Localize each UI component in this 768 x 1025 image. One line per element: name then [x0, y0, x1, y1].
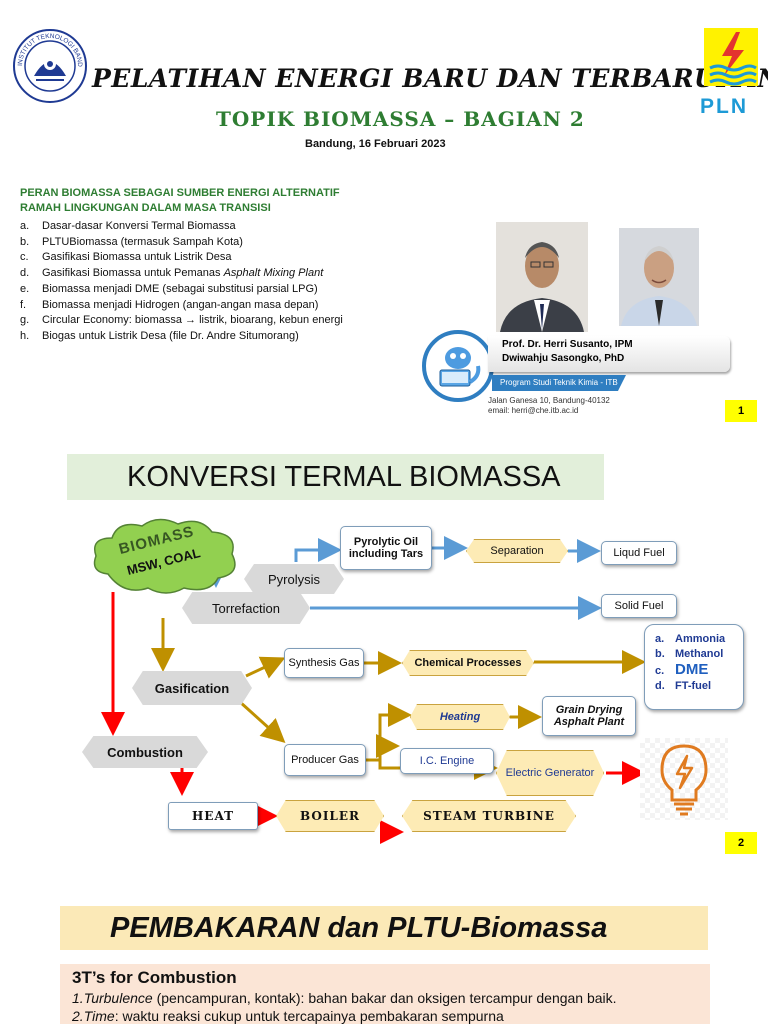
intro-heading-line-1: PERAN BIOMASSA SEBAGAI SUMBER ENERGI ALT… [20, 187, 340, 199]
list-item: 2.Time: waktu reaksi cukup untuk tercapa… [72, 1007, 710, 1025]
list-item: c. Gasifikasi Biomassa untuk Listrik Desa [20, 250, 420, 266]
list-text: Biogas untuk Listrik Desa (file Dr. Andr… [42, 329, 299, 342]
product-item: a. Ammonia [655, 632, 743, 647]
list-text-italic: Asphalt Mixing Plant [223, 267, 324, 280]
list-item: d. Gasifikasi Biomassa untuk Pemanas Asph… [20, 266, 420, 282]
item-term: Turbulence [83, 990, 153, 1006]
program-banner: Program Studi Teknik Kimia - ITB [492, 375, 626, 391]
intro-heading: PERAN BIOMASSA SEBAGAI SUMBER ENERGI ALT… [20, 186, 340, 216]
product-text: Methanol [675, 648, 724, 660]
section-title: KONVERSI TERMAL BIOMASSA [67, 454, 604, 500]
boiler-node: BOILER [276, 800, 384, 832]
list-letter: e. [20, 282, 30, 295]
liquid-fuel-node: Liqud Fuel [601, 541, 677, 565]
heat-node: HEAT [168, 802, 258, 830]
itb-seal-icon: INSTITUT TEKNOLOGI BANDUNG · 1920 [9, 23, 88, 104]
gasification-node: Gasification [132, 671, 252, 705]
list-item: h. Biogas untuk Listrik Desa (file Dr. An… [20, 329, 420, 345]
product-item: d. FT-fuel [655, 679, 743, 694]
combustion-box: 3T’s for Combustion 1.Turbulence (pencam… [60, 964, 710, 1024]
page-number: 2 [725, 832, 757, 854]
intro-heading-line-2: RAMAH LINGKUNGAN DALAM MASA TRANSISI [20, 202, 271, 214]
chemical-processes-node: Chemical Processes [402, 650, 534, 676]
torrefaction-node: Torrefaction [182, 592, 310, 624]
slide-2: KONVERSI TERMAL BIOMASSA [0, 430, 768, 870]
product-text: Ammonia [675, 633, 726, 645]
item-term: Time [83, 1008, 115, 1024]
presenter-names: Prof. Dr. Herri Susanto, IPM Dwiwahju Sa… [488, 336, 730, 372]
date: Bandung, 16 Februari 2023 [305, 138, 446, 150]
list-text: Gasifikasi Biomassa untuk Pemanas [42, 267, 224, 280]
product-item: b. Methanol [655, 647, 743, 662]
products-box: a. Ammonia b. Methanol c. DME d. FT-fuel [644, 624, 744, 710]
product-text: DME [675, 661, 709, 678]
list-letter: b. [20, 235, 30, 248]
item-text: : waktu reaksi cukup untuk tercapainya p… [114, 1008, 504, 1024]
list-letter: c. [20, 251, 29, 264]
email: email: herri@che.itb.ac.id [488, 406, 579, 415]
product-letter: d. [655, 680, 665, 692]
grain-drying-node: Grain Drying Asphalt Plant [542, 696, 636, 736]
slide-3: PEMBAKARAN dan PLTU-Biomassa 3T’s for Co… [0, 870, 768, 1024]
pyrolysis-node: Pyrolysis [244, 564, 344, 594]
item-number: 2. [72, 1008, 84, 1024]
electric-generator-node: Electric Generator [496, 750, 604, 796]
heating-node: Heating [410, 704, 510, 730]
product-letter: a. [655, 633, 665, 645]
item-text: (pencampuran, kontak): bahan bakar dan o… [152, 990, 617, 1006]
biomass-cloud: BIOMASS MSW, COAL [88, 516, 240, 596]
presenter-photo-2 [619, 228, 699, 326]
product-letter: c. [655, 665, 665, 677]
presenter-photo-1 [496, 222, 588, 332]
list-text: Gasifikasi Biomassa untuk Listrik Desa [42, 251, 232, 264]
list-item: 1.Turbulence (pencampuran, kontak): baha… [72, 989, 710, 1007]
combustion-node: Combustion [82, 736, 208, 768]
item-number: 1. [72, 990, 84, 1006]
lightbulb-icon [640, 738, 728, 820]
section-title: PEMBAKARAN dan PLTU-Biomassa [60, 906, 708, 950]
producer-gas-node: Producer Gas [284, 744, 366, 776]
product-item: c. DME [655, 662, 743, 679]
steam-turbine-node: STEAM TURBINE [402, 800, 576, 832]
slide-1: INSTITUT TEKNOLOGI BANDUNG · 1920 PELATI… [0, 0, 768, 430]
list-item: f. Biomassa menjadi Hidrogen (angan-angan… [20, 298, 420, 314]
list-item: e. Biomassa menjadi DME (sebagai substitu… [20, 282, 420, 298]
main-title: PELATIHAN ENERGI BARU DAN TERBARUKAN [92, 64, 768, 93]
product-letter: b. [655, 648, 665, 660]
list-item: b. PLTUBiomassa (termasuk Sampah Kota) [20, 235, 420, 251]
product-text: FT-fuel [675, 680, 712, 692]
mascot-icon [422, 330, 494, 402]
presenter-name-1: Prof. Dr. Herri Susanto, IPM [502, 339, 633, 350]
pyrolytic-oil-node: Pyrolytic Oil including Tars [340, 526, 432, 570]
ic-engine-node: I.C. Engine [400, 748, 494, 774]
list-text: Dasar-dasar Konversi Termal Biomassa [42, 220, 236, 232]
list-letter: d. [20, 267, 30, 280]
list-text: Biomassa menjadi DME (sebagai substitusi… [42, 282, 318, 295]
separation-node: Separation [466, 539, 568, 563]
page-number: 1 [725, 400, 757, 422]
list-text: Biomassa menjadi Hidrogen (angan-angan m… [42, 298, 319, 311]
list-letter: h. [20, 329, 30, 342]
list-letter: g. [20, 314, 30, 327]
topic-list: a. Dasar-dasar Konversi Termal Biomassa b… [20, 219, 420, 345]
solid-fuel-node: Solid Fuel [601, 594, 677, 618]
pln-logo-icon: PLN [700, 28, 766, 118]
pln-logo-text: PLN [700, 95, 748, 118]
box-heading: 3T’s for Combustion [72, 968, 237, 987]
list-text: Circular Economy: biomassa → listrik, bi… [42, 314, 343, 327]
list-letter: a. [20, 220, 30, 232]
contact-info: Jalan Ganesa 10, Bandung-40132 email: he… [488, 396, 610, 416]
list-item: a. Dasar-dasar Konversi Termal Biomassa [20, 219, 420, 235]
list-item: g. Circular Economy: biomassa → listrik, … [20, 313, 420, 329]
list-letter: f. [20, 298, 27, 311]
list-text: PLTUBiomassa (termasuk Sampah Kota) [42, 235, 243, 248]
subtitle: TOPIK BIOMASSA – BAGIAN 2 [216, 107, 585, 131]
address: Jalan Ganesa 10, Bandung-40132 [488, 396, 610, 405]
synthesis-gas-node: Synthesis Gas [284, 648, 364, 678]
presenter-name-2: Dwiwahju Sasongko, PhD [502, 353, 625, 364]
